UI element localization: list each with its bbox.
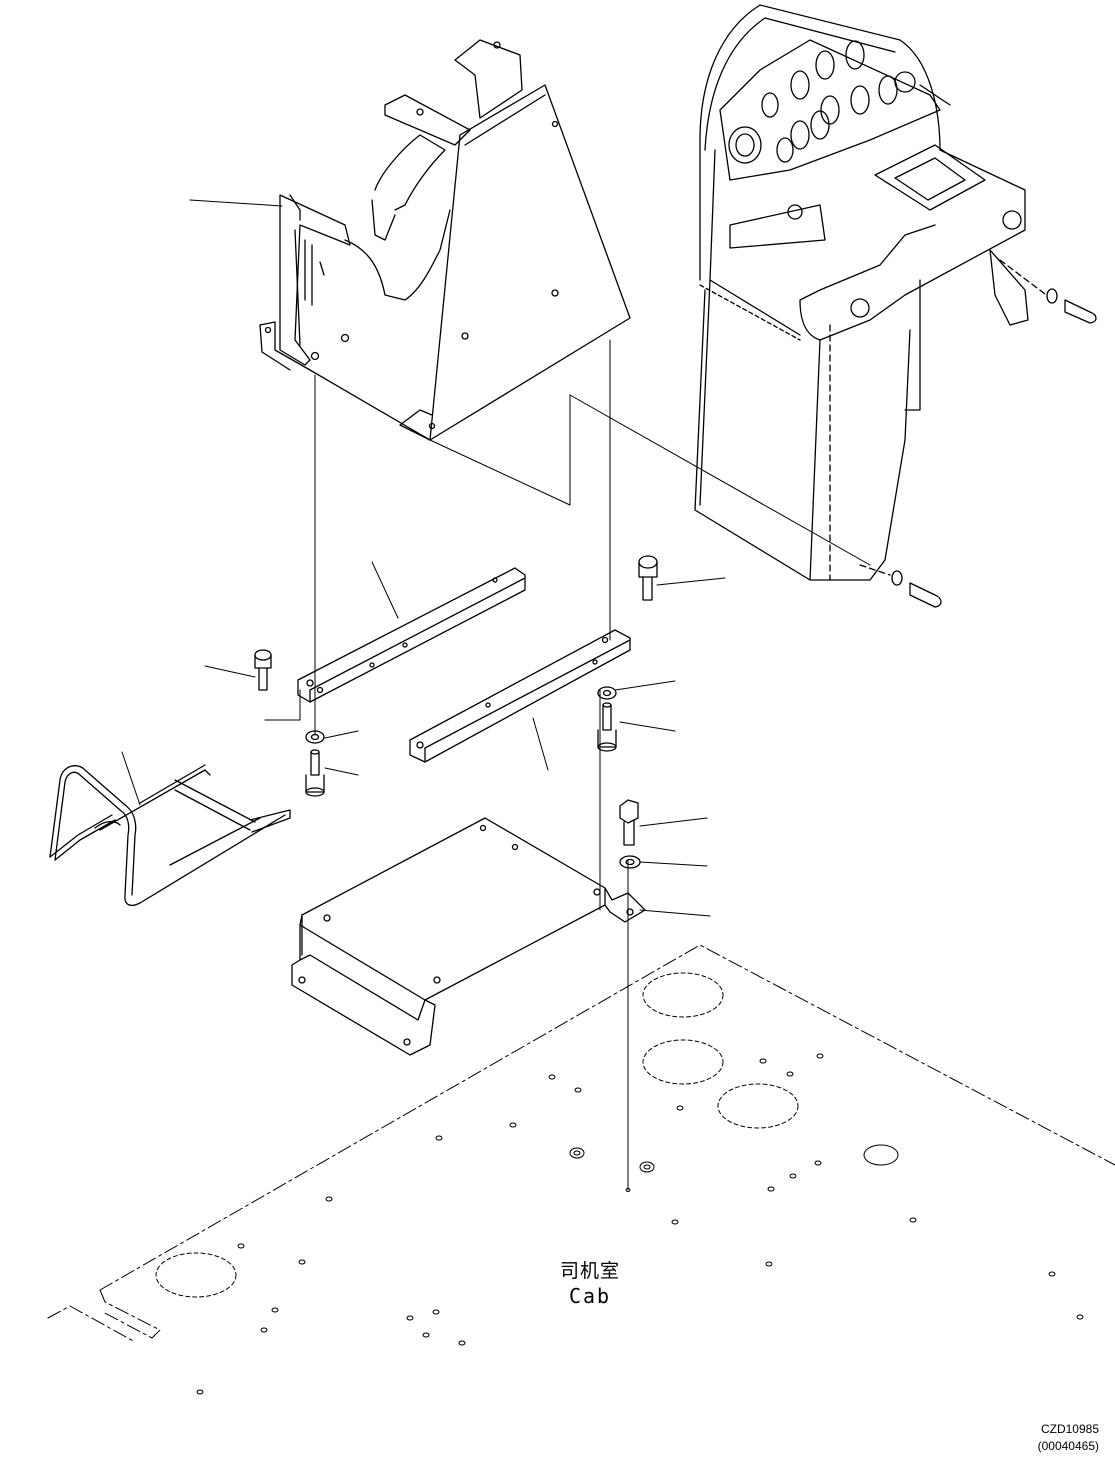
bolt-left-upper — [254, 649, 272, 691]
bolt-right-lower — [597, 702, 617, 752]
bolt-left-lower — [305, 749, 325, 797]
drawing-code: CZD10985 — [1040, 1422, 1099, 1436]
leader-lines — [121, 199, 726, 917]
assembly-lines — [264, 339, 871, 1191]
washer-left — [305, 730, 325, 744]
tube-frame — [49, 764, 291, 906]
bolt-right-upper — [638, 555, 658, 601]
cab-label-english: Cab — [568, 1284, 612, 1308]
control-console — [694, 4, 1097, 608]
upper-bracket-assembly — [259, 39, 631, 441]
drawing-reference: (00040465) — [1037, 1439, 1099, 1453]
washer-right — [597, 686, 617, 700]
cab-floor-holes — [196, 1053, 1084, 1395]
hex-bolt — [619, 799, 639, 846]
washer-lower — [619, 855, 641, 869]
base-plate — [291, 817, 646, 1056]
cab-label-chinese: 司机室 — [559, 1260, 620, 1282]
right-rail — [409, 629, 631, 763]
cab-floor — [47, 944, 1115, 1343]
left-rail — [297, 567, 526, 703]
